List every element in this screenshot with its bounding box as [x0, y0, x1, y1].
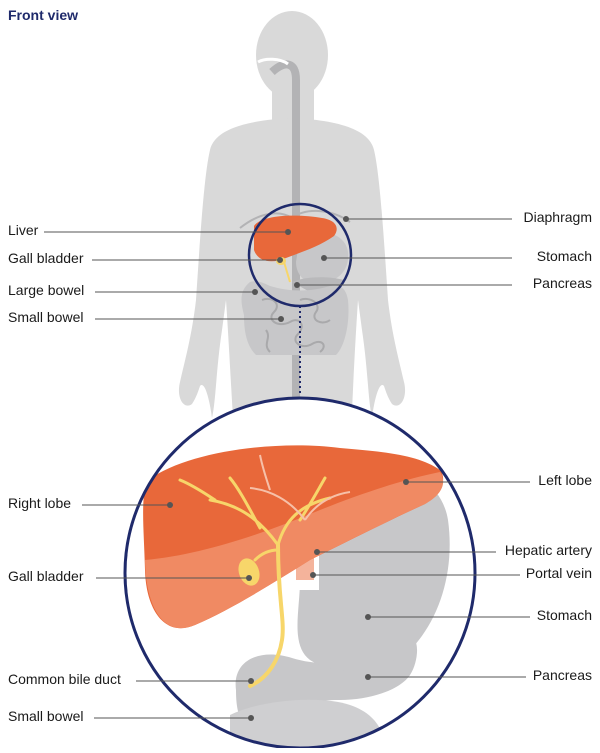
- zoom-liver-lower-lobe: [145, 472, 444, 629]
- label-gall-bladder-top: Gall bladder: [8, 250, 84, 266]
- zoom-gall-bladder: [238, 558, 260, 586]
- label-stomach-zoom: Stomach: [536, 607, 592, 623]
- nasal-cavity: [257, 57, 289, 66]
- label-stomach-top: Stomach: [536, 248, 592, 264]
- figure-title: Front view: [8, 7, 79, 23]
- label-pancreas-top: Pancreas: [532, 275, 592, 291]
- top-liver: [254, 215, 337, 262]
- zoom-bile-ducts: [178, 476, 332, 688]
- label-diaphragm: Diaphragm: [523, 209, 592, 225]
- label-portal-vein: Portal vein: [525, 565, 592, 581]
- leader-dots: [167, 216, 409, 721]
- label-small-bowel-top: Small bowel: [8, 309, 84, 325]
- label-liver: Liver: [8, 222, 39, 238]
- label-pancreas-zoom: Pancreas: [532, 667, 592, 683]
- top-bile-duct: [283, 261, 291, 283]
- zoom-blood-vessels: [249, 454, 351, 521]
- leader-lines: [44, 218, 530, 719]
- label-left-lobe: Left lobe: [538, 472, 592, 488]
- zoom-content: [125, 398, 475, 748]
- label-large-bowel: Large bowel: [8, 282, 85, 298]
- label-right-lobe: Right lobe: [8, 495, 72, 511]
- label-common-bile-duct: Common bile duct: [8, 671, 121, 687]
- label-small-bowel-zoom: Small bowel: [8, 708, 84, 724]
- label-hepatic-artery: Hepatic artery: [504, 542, 592, 558]
- oesophagus: [269, 60, 300, 440]
- label-gall-bladder-zoom: Gall bladder: [8, 568, 84, 584]
